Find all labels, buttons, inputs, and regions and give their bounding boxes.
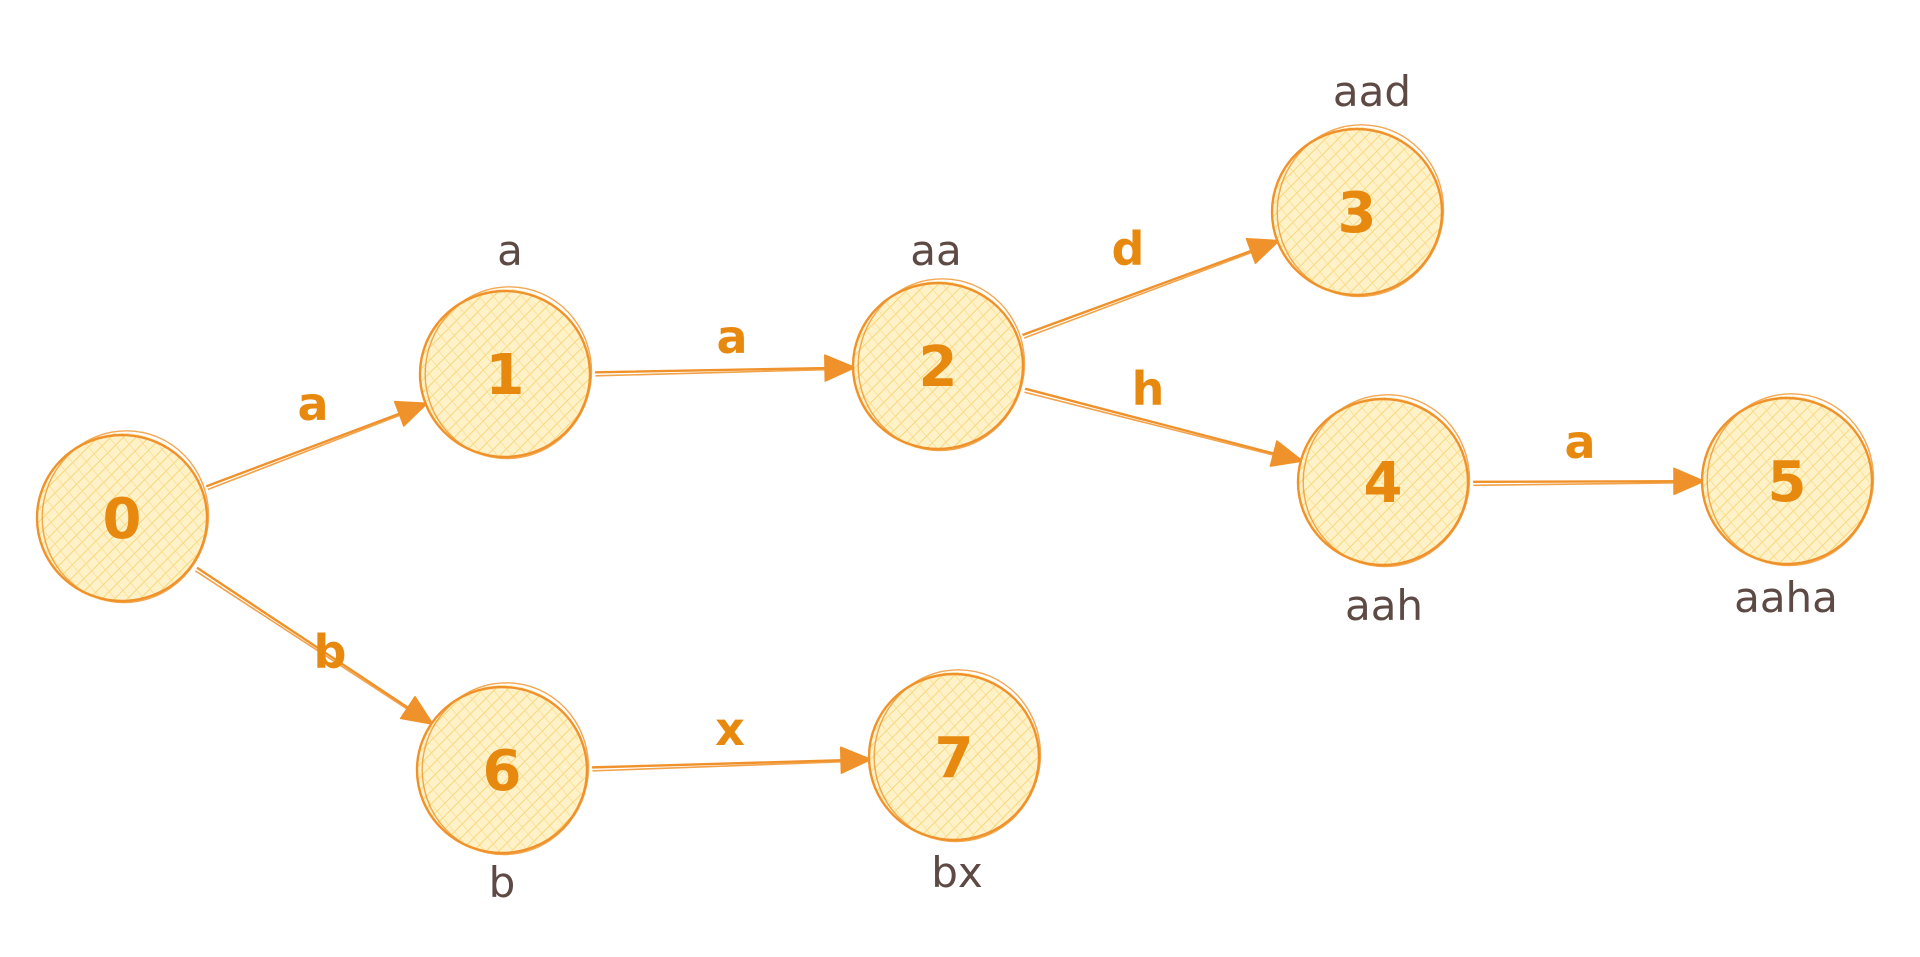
- node-fill-hatch: [856, 284, 1020, 448]
- edge-line: [594, 366, 837, 374]
- node-outline: [1296, 397, 1470, 567]
- edge-line: [1473, 481, 1685, 487]
- node-fill-hatch: [423, 292, 587, 456]
- edge-2-4: [1024, 387, 1304, 467]
- node-fill-hatch: [1301, 400, 1465, 564]
- edge-label: a: [716, 310, 747, 364]
- arrowhead: [824, 354, 856, 382]
- edge-line: [592, 760, 852, 772]
- edge-label: b: [314, 625, 347, 679]
- node-1: [418, 286, 593, 460]
- node-0: [35, 430, 210, 604]
- node-label: 4: [1364, 451, 1403, 516]
- node-5: [1700, 393, 1875, 567]
- edge-line: [1024, 387, 1285, 458]
- nodes-layer: [35, 124, 1875, 856]
- arrowhead: [393, 400, 429, 427]
- node-prefix: b: [489, 858, 516, 907]
- edge-label: a: [1564, 415, 1595, 469]
- node-fill-hatch: [1275, 130, 1439, 294]
- arrowhead: [1673, 467, 1705, 496]
- edge-label: a: [297, 377, 328, 431]
- edge-line: [1023, 248, 1262, 339]
- edge-line: [205, 409, 410, 488]
- node-outline: [1302, 394, 1471, 568]
- edges-layer: [195, 238, 1705, 774]
- node-prefix: bx: [931, 848, 983, 897]
- edge-line: [207, 410, 410, 491]
- node-outline: [35, 433, 209, 603]
- node-label: 1: [486, 343, 525, 408]
- edge-1-2: [594, 354, 856, 382]
- arrowhead: [1269, 440, 1304, 467]
- edge-label: x: [715, 702, 745, 756]
- node-outline: [1700, 396, 1874, 566]
- node-2: [851, 278, 1026, 452]
- node-label: 3: [1338, 181, 1377, 246]
- edge-0-6: [195, 567, 434, 725]
- node-3: [1270, 124, 1445, 298]
- node-outline: [851, 281, 1025, 451]
- edge-6-7: [591, 746, 872, 774]
- node-prefix: aah: [1345, 581, 1423, 630]
- edge-0-1: [205, 400, 429, 491]
- edge-label: d: [1112, 222, 1145, 276]
- node-label: 0: [103, 487, 142, 552]
- node-outline: [418, 289, 592, 459]
- edge-label: h: [1132, 362, 1165, 416]
- node-fill-hatch: [872, 675, 1036, 839]
- arrowhead: [839, 746, 872, 774]
- edge-line: [595, 368, 836, 377]
- edge-line: [195, 570, 417, 716]
- edge-line: [1472, 480, 1686, 483]
- edge-line: [1022, 246, 1262, 336]
- edge-2-3: [1022, 238, 1280, 339]
- node-outline: [421, 682, 590, 856]
- node-fill-hatch: [40, 436, 204, 600]
- edge-line: [1024, 391, 1284, 459]
- node-7: [867, 669, 1042, 843]
- node-prefix: a: [497, 226, 523, 275]
- node-4: [1296, 394, 1471, 568]
- node-fill-hatch: [420, 688, 584, 852]
- node-label: 7: [935, 726, 974, 791]
- node-outline: [1276, 124, 1445, 298]
- node-prefix: aad: [1333, 67, 1411, 116]
- node-outline: [857, 278, 1026, 452]
- node-outline: [1270, 127, 1444, 297]
- node-outline: [1706, 393, 1875, 567]
- edge-4-5: [1472, 467, 1705, 496]
- arrowhead: [399, 695, 434, 725]
- node-6: [415, 682, 590, 856]
- node-label: 2: [919, 335, 958, 400]
- edge-line: [196, 567, 418, 715]
- node-outline: [424, 286, 593, 460]
- node-label: 5: [1768, 450, 1807, 515]
- node-outline: [415, 685, 589, 855]
- node-label: 6: [483, 739, 522, 804]
- node-fill-hatch: [1705, 399, 1869, 563]
- node-outline: [867, 672, 1041, 842]
- node-prefix: aa: [910, 226, 961, 275]
- node-prefix: aaha: [1734, 573, 1838, 622]
- node-outline: [873, 669, 1042, 843]
- arrowhead: [1245, 238, 1280, 264]
- edge-line: [591, 758, 853, 769]
- node-outline: [41, 430, 210, 604]
